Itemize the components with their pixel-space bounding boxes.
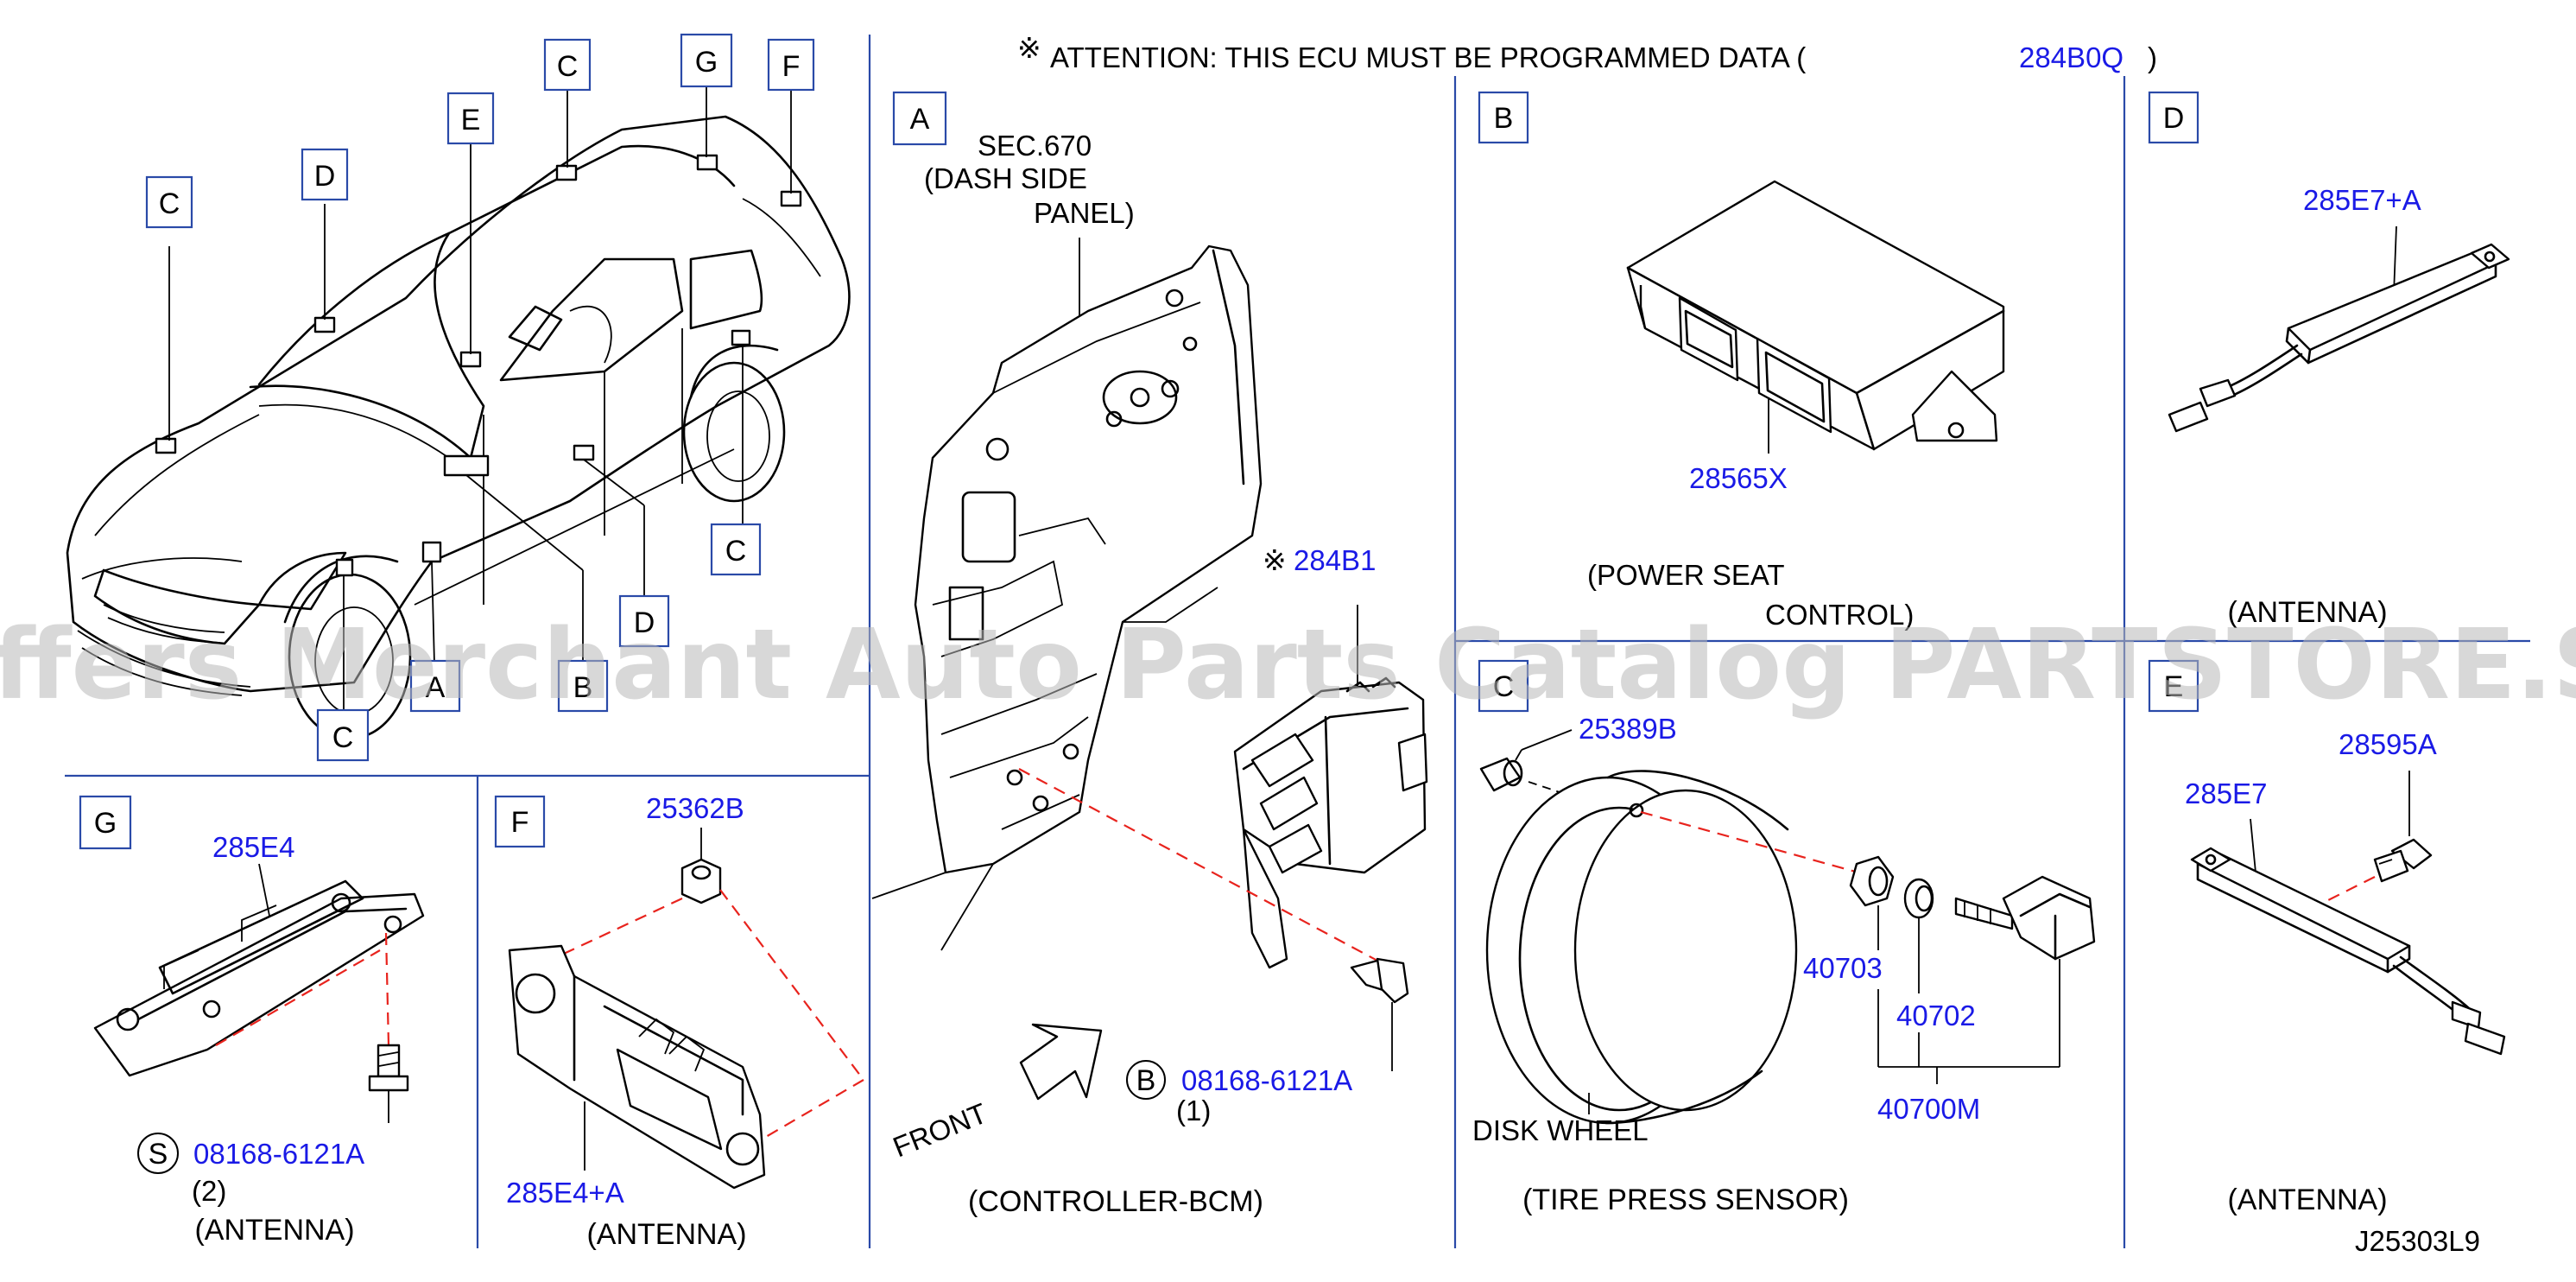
callout-e[interactable]: E [446,92,495,145]
svg-text:G: G [695,46,718,79]
svg-text:B: B [573,671,593,704]
panel-g-letter: G [94,807,117,840]
panel-c-letter: C [1493,670,1515,703]
svg-text:C: C [332,721,354,754]
panel-f-part-number[interactable]: 285E4+A [506,1177,624,1209]
panel-f: F 25362B 285E4+A (ANTENNA) [494,792,864,1251]
panel-f-caption: (ANTENNA) [586,1218,746,1251]
panel-g-part-number[interactable]: 285E4 [212,831,294,863]
panel-a-caption: (CONTROLLER-BCM) [968,1185,1263,1218]
car-overview: C D E C G F C D [66,33,851,762]
bolt-b-letter: B [1136,1064,1156,1097]
watermark: Offers Merchant Auto Parts Catalog PARTS… [0,609,2576,721]
panel-a-letter-box [892,91,947,146]
panel-d-caption: (ANTENNA) [2227,596,2387,629]
panel-g: G 285E4 S 08168-6121A (2) (ANTENNA) [79,795,425,1247]
svg-text:F: F [782,50,801,83]
panel-b-letter-box [1478,91,1529,144]
panel-c-part-40703[interactable]: 40703 [1803,952,1883,984]
svg-text:C: C [557,50,579,83]
svg-text:E: E [461,104,481,136]
callout-g[interactable]: G [680,33,733,88]
panel-a-front-label: FRONT [889,1097,991,1164]
panel-g-caption: (ANTENNA) [194,1214,354,1247]
component-c-front-wheel [335,558,354,577]
callout-c-3[interactable]: C [710,523,762,576]
attention-part-number[interactable]: 284B0Q [2019,41,2123,73]
component-d-door [573,444,595,461]
panel-b-caption-2: CONTROL) [1765,599,1914,631]
panel-g-bolt-qty: (2) [192,1175,226,1207]
panel-g-letter-box [79,795,132,850]
component-c-rear-wheel [731,329,751,346]
bolt-s-letter: S [149,1138,168,1171]
panel-c-caption: (TIRE PRESS SENSOR) [1522,1184,1849,1216]
component-g-rear [696,154,718,171]
panel-a-ecu-mark: ※ [1263,544,1287,576]
panel-g-bolt-part[interactable]: 08168-6121A [193,1138,364,1170]
panel-a-bolt-qty: (1) [1176,1095,1211,1127]
callout-a[interactable]: A [409,659,461,713]
bolt-s-circle [137,1133,179,1174]
callout-d-1[interactable]: D [301,148,349,201]
panel-f-nut-part[interactable]: 25362B [646,792,744,824]
component-e-center [459,351,482,368]
panel-e-antenna-part[interactable]: 285E7 [2185,777,2267,809]
svg-text:C: C [159,187,180,220]
panel-a-sec-line1: SEC.670 [978,130,1092,162]
panel-d-letter-box [2148,91,2199,144]
panel-e-letter: E [2164,670,2184,703]
panel-b: B 28565X (POWER SEAT CONTROL) [1478,91,2005,631]
callout-b[interactable]: B [557,659,609,713]
panel-c-wheel-label: DISK WHEEL [1472,1114,1649,1146]
attention-text: ATTENTION: THIS ECU MUST BE PROGRAMMED D… [1050,41,1806,73]
panel-f-letter-box [494,795,546,848]
panel-c-part-40702[interactable]: 40702 [1896,1000,1976,1031]
component-c-roof [555,164,578,181]
panel-a-sec-line2: (DASH SIDE [924,162,1087,194]
panel-b-caption-1: (POWER SEAT [1587,559,1785,591]
panel-a-bolt-part[interactable]: 08168-6121A [1181,1064,1352,1096]
svg-text:D: D [314,160,336,193]
bolt-b-circle [1126,1060,1166,1100]
diagram-code: J25303L9 [2355,1225,2480,1257]
panel-d: D 285E7+A (ANTENNA) [2148,91,2510,629]
panel-f-letter: F [511,806,529,839]
panel-a-letter: A [910,103,930,136]
front-arrow-icon [1019,1023,1103,1101]
callout-d-2[interactable]: D [618,594,670,648]
svg-text:A: A [426,671,446,704]
panel-b-letter: B [1494,102,1514,135]
panel-dividers [65,35,2530,1248]
panel-e-bolt-part[interactable]: 28595A [2339,728,2437,760]
panel-c-letter-box [1478,659,1529,713]
panel-c-part-40700m[interactable]: 40700M [1877,1093,1980,1125]
component-f-trunk [780,190,802,207]
callout-c-4[interactable]: C [316,708,370,762]
panel-a-sec-line3: PANEL) [1034,197,1135,229]
panel-c: C 25389B [1472,659,2096,1216]
svg-text:C: C [725,535,747,568]
callout-f[interactable]: F [767,38,815,92]
component-d-dash [313,316,336,333]
panel-e-letter-box [2148,659,2199,713]
panel-a-ecu-part[interactable]: 284B1 [1294,544,1376,576]
component-a-bcm [421,541,442,563]
panel-d-part-number[interactable]: 285E7+A [2303,184,2421,216]
component-c-front [155,437,177,454]
panel-d-letter: D [2163,102,2185,135]
callout-c-1[interactable]: C [145,175,193,229]
component-b-seat [443,454,490,477]
attention-close: ) [2148,41,2157,73]
panel-e: E 28595A 285E7 (ANTENNA) [2148,659,2506,1216]
svg-text:D: D [634,606,655,639]
attention-mark: ※ [1017,32,1041,64]
panel-e-caption: (ANTENNA) [2227,1184,2387,1216]
callout-c-2[interactable]: C [543,38,592,92]
panel-b-part-number[interactable]: 28565X [1689,462,1788,494]
panel-c-cap-part[interactable]: 25389B [1579,713,1677,745]
